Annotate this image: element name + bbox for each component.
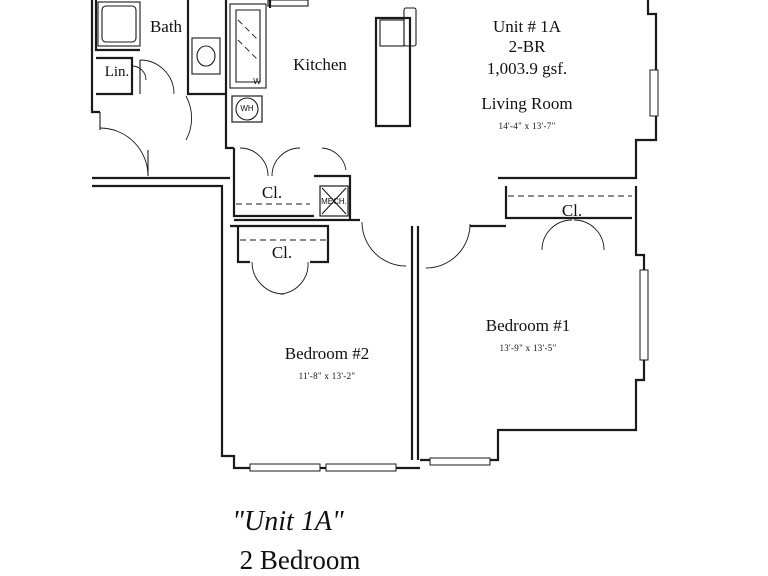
bedroom2-walls bbox=[230, 221, 471, 460]
range-marker: W bbox=[253, 77, 261, 86]
water-heater bbox=[235, 97, 259, 121]
bedroom2-closet-label: Cl. bbox=[271, 243, 293, 262]
vanity bbox=[191, 37, 221, 75]
living-room-dimensions: 14'-4" x 13'-7" bbox=[498, 121, 556, 131]
bedroom2-label: Bedroom #2 bbox=[284, 344, 370, 363]
sink bbox=[196, 45, 216, 67]
living-room-label: Living Room bbox=[481, 94, 573, 113]
water-heater-label: WH bbox=[240, 104, 254, 113]
kitchen-counter bbox=[229, 3, 267, 89]
bedroom1-dimensions: 13'-9" x 13'-5" bbox=[499, 343, 557, 353]
unit-number-label: Unit # 1A bbox=[493, 17, 561, 36]
bedroom1-label: Bedroom #1 bbox=[485, 316, 571, 335]
kitchen-area bbox=[224, 0, 417, 150]
unit-area-label: 1,003.9 gsf. bbox=[486, 59, 568, 78]
hall-closets bbox=[232, 147, 360, 222]
hall-closet-label: Cl. bbox=[261, 183, 283, 202]
windows bbox=[249, 69, 659, 472]
bath-area bbox=[94, 0, 226, 96]
entry-door bbox=[99, 95, 192, 177]
exterior-walls bbox=[90, 0, 658, 470]
unit-type-label: 2-BR bbox=[508, 37, 546, 56]
linen-closet-label: Lin. bbox=[104, 64, 130, 80]
bath-label: Bath bbox=[149, 17, 183, 36]
unit-caption-title: "Unit 1A" bbox=[232, 506, 344, 537]
water-heater-closet bbox=[231, 95, 263, 123]
mech-closet bbox=[319, 185, 349, 217]
unit-caption-subtitle: 2 Bedroom bbox=[239, 545, 361, 575]
kitchen-sink bbox=[379, 19, 405, 47]
bedroom1-walls bbox=[470, 186, 632, 251]
bathtub bbox=[97, 1, 141, 47]
mech-label: MECH. bbox=[321, 197, 347, 206]
kitchen-label: Kitchen bbox=[293, 55, 347, 74]
bedroom1-closet-label: Cl. bbox=[561, 201, 583, 220]
bedroom2-dimensions: 11'-8" x 13'-2" bbox=[298, 371, 356, 381]
